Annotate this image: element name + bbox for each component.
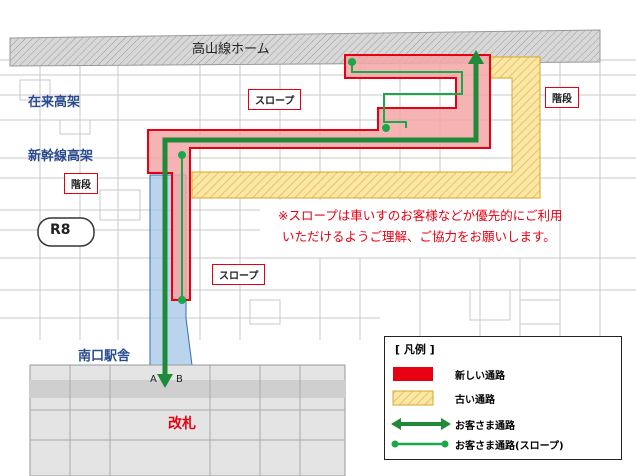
legend-swatch-new-route [393, 367, 433, 381]
old-route [191, 56, 541, 199]
double-arrow-icon [391, 418, 451, 430]
pillar-r8 [37, 217, 95, 247]
stairs-callout-left: 階段 [64, 173, 98, 194]
dot-line-icon [391, 440, 449, 448]
slope-callout-bottom: スロープ [212, 264, 266, 285]
arrow-down-icon [157, 374, 173, 388]
legend-item-slope-route: お客さま通路(スロープ) [385, 435, 621, 453]
concourse-area [29, 364, 346, 476]
stairs-callout-right: 階段 [545, 87, 579, 108]
slope-callout-top: スロープ [248, 89, 302, 110]
gate-a-label: A [150, 374, 157, 385]
legend-item-customer-route: お客さま通路 [385, 415, 621, 433]
platform-label: 高山線ホーム [192, 42, 270, 57]
legend-swatch-old-route [392, 390, 434, 406]
south-building-label: 南口駅舎 [78, 349, 131, 364]
conventional-viaduct-label: 在来高架 [28, 95, 81, 110]
gate-b-label: B [176, 374, 183, 385]
slope-route [178, 58, 463, 304]
pillar-label: R8 [50, 222, 71, 238]
arrow-up-icon [468, 50, 484, 64]
slope-notice-line2: いただけるようご理解、ご協力をお願いします。 [282, 229, 556, 244]
legend: [ 凡例 ] 新しい通路 古い通路 お客さま通路 お客さま通路(スロープ) [384, 336, 622, 460]
legend-title: [ 凡例 ] [395, 343, 435, 356]
legend-item-old-route: 古い通路 [385, 389, 621, 407]
customer-route [162, 60, 479, 378]
legend-item-new-route: 新しい通路 [385, 365, 621, 383]
slope-notice: ※スロープは車いすのお客様などが優先的にご利用 いただけるようご理解、ご協力をお… [278, 205, 562, 247]
shinkansen-viaduct-label: 新幹線高架 [28, 149, 94, 164]
gate-label: 改札 [168, 416, 196, 432]
new-route [147, 54, 491, 301]
slope-notice-line1: ※スロープは車いすのお客様などが優先的にご利用 [278, 208, 563, 223]
